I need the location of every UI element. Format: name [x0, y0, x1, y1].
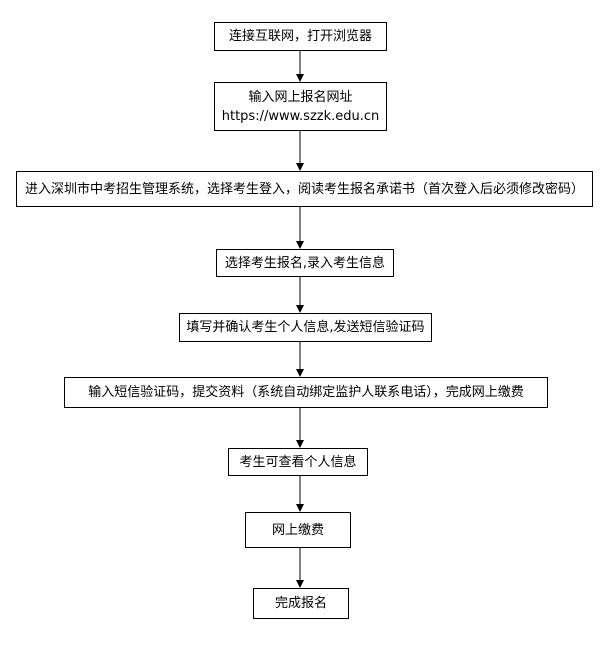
step-view-info: 考生可查看个人信息: [228, 448, 368, 476]
step-label: 进入深圳市中考招生管理系统，选择考生登入，阅读考生报名承诺书（首次登入后必须修改…: [24, 181, 584, 197]
step-label: 选择考生报名,录入考生信息: [224, 255, 386, 271]
step-label: 输入短信验证码，提交资料（系统自动绑定监护人联系电话），完成网上缴费: [88, 385, 524, 400]
step-confirm-info: 填写并确认考生个人信息,发送短信验证码: [179, 313, 432, 342]
step-label: 连接互联网，打开浏览器: [228, 29, 372, 44]
step-select-registration: 选择考生报名,录入考生信息: [216, 249, 394, 277]
step-label: 考生可查看个人信息: [239, 454, 357, 470]
step-submit-data: 输入短信验证码，提交资料（系统自动绑定监护人联系电话），完成网上缴费: [64, 377, 548, 408]
registration-url: https://www.szzk.edu.cn: [221, 108, 380, 124]
step-label: 填写并确认考生个人信息,发送短信验证码: [186, 320, 425, 335]
step-login-system: 进入深圳市中考招生管理系统，选择考生登入，阅读考生报名承诺书（首次登入后必须修改…: [16, 171, 593, 207]
step-complete: 完成报名: [253, 588, 349, 619]
step-label: 输入网上报名网址: [248, 89, 353, 105]
step-label: 网上缴费: [271, 522, 324, 538]
step-enter-url: 输入网上报名网址 https://www.szzk.edu.cn: [214, 82, 387, 131]
step-label: 完成报名: [274, 596, 327, 611]
step-connect-internet: 连接互联网，打开浏览器: [214, 22, 387, 51]
step-online-payment: 网上缴费: [245, 512, 351, 548]
